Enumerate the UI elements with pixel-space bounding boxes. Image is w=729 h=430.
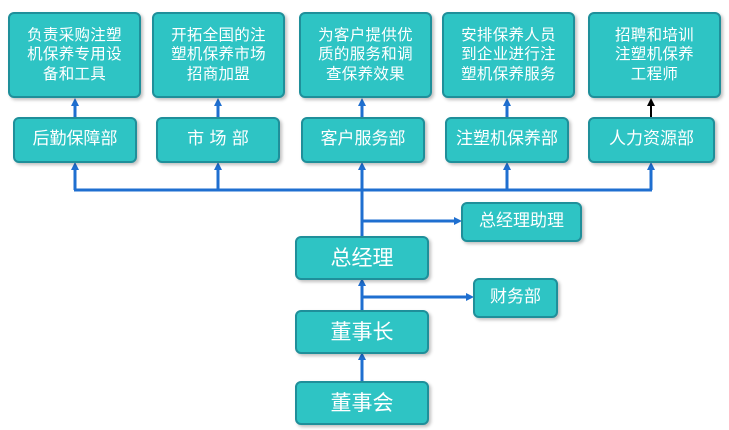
dept-customer-service: 客户服务部: [301, 117, 425, 163]
dept-maintenance: 注塑机保养部: [445, 117, 569, 163]
gm-assistant: 总经理助理: [461, 202, 582, 242]
chairman: 董事长: [295, 310, 429, 354]
desc-marketing: 开拓全国的注 塑机保养市场 招商加盟: [152, 12, 285, 98]
desc-hr: 招聘和培训 注塑机保养 工程师: [588, 12, 721, 98]
desc-logistics: 负责采购注塑 机保养专用设 备和工具: [8, 12, 141, 98]
board-of-directors: 董事会: [295, 381, 429, 425]
finance-dept: 财务部: [473, 278, 558, 318]
dept-marketing: 市 场 部: [156, 117, 280, 163]
desc-maintenance: 安排保养人员 到企业进行注 塑机保养服务: [442, 12, 575, 98]
general-manager: 总经理: [295, 236, 429, 280]
dept-logistics: 后勤保障部: [13, 117, 137, 163]
dept-hr: 人力资源部: [588, 117, 715, 163]
desc-customer-service: 为客户提供优 质的服务和调 查保养效果: [299, 12, 432, 98]
